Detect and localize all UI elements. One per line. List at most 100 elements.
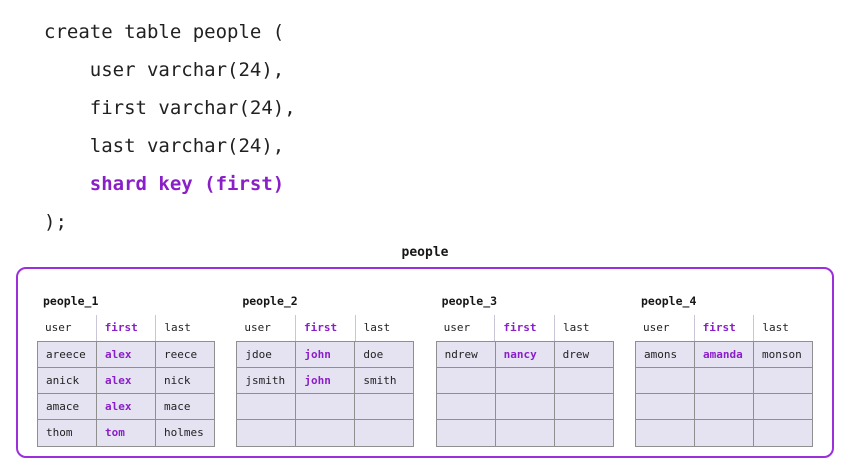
table-row bbox=[635, 420, 812, 446]
table-row bbox=[436, 420, 613, 446]
column-header-last: last bbox=[164, 321, 191, 334]
table-cell: tom bbox=[97, 420, 156, 446]
table-cell bbox=[355, 394, 414, 419]
column-header-last: last bbox=[762, 321, 789, 334]
table-cell bbox=[694, 420, 754, 446]
table-cell: thom bbox=[38, 420, 97, 446]
table-cell bbox=[554, 394, 613, 419]
code-line: last varchar(24), bbox=[44, 135, 285, 157]
shard-name-label: people_3 bbox=[441, 294, 498, 308]
table-cell bbox=[635, 394, 695, 419]
table-cell bbox=[694, 394, 754, 419]
shard-name-label: people_2 bbox=[242, 294, 298, 308]
table-cell bbox=[237, 394, 297, 419]
column-header-user: user bbox=[37, 315, 97, 341]
table-cell bbox=[495, 368, 555, 393]
column-header-user: user bbox=[436, 315, 496, 341]
code-line: create table people ( bbox=[44, 21, 285, 43]
code-line: ); bbox=[44, 211, 67, 233]
sql-code-block: create table people ( user varchar(24), … bbox=[44, 13, 296, 241]
table-cell bbox=[554, 368, 613, 393]
table-cell: smith bbox=[355, 368, 414, 393]
table-cell bbox=[436, 420, 496, 446]
table-cell: alex bbox=[97, 342, 156, 367]
shard-name-label: people_4 bbox=[640, 294, 697, 308]
column-header-last: last bbox=[563, 321, 590, 334]
table-cell bbox=[635, 368, 695, 393]
table-cell bbox=[436, 394, 496, 419]
column-header-user: user bbox=[236, 315, 296, 341]
table-cell bbox=[495, 394, 555, 419]
table-cell bbox=[753, 368, 812, 393]
table-cell: mace bbox=[156, 394, 214, 419]
table-cell: doe bbox=[355, 342, 414, 367]
table-cell: holmes bbox=[156, 420, 214, 446]
table-cell: nancy bbox=[495, 342, 555, 367]
table-cell bbox=[495, 420, 555, 446]
table-cell bbox=[296, 420, 356, 446]
table-row bbox=[436, 368, 613, 394]
table-cell: amons bbox=[635, 342, 695, 367]
table-cell bbox=[296, 394, 356, 419]
table-cell bbox=[753, 394, 812, 419]
table-cell bbox=[635, 420, 695, 446]
table-cell: areece bbox=[38, 342, 97, 367]
table-row bbox=[635, 368, 812, 394]
column-header-first: first bbox=[495, 315, 555, 341]
diagram-title: people bbox=[401, 245, 449, 260]
table-cell bbox=[753, 420, 812, 446]
table-cell: reece bbox=[156, 342, 214, 367]
code-line: first varchar(24), bbox=[44, 97, 296, 119]
table-cell bbox=[694, 368, 754, 393]
table-cell: drew bbox=[554, 342, 613, 367]
column-header-first: first bbox=[296, 315, 356, 341]
table-cell: anick bbox=[38, 368, 97, 393]
code-line-shard-key: shard key (first) bbox=[44, 173, 285, 195]
table-cell: alex bbox=[97, 394, 156, 419]
table-row bbox=[237, 394, 414, 420]
table-cell bbox=[355, 420, 414, 446]
table-cell bbox=[436, 368, 496, 393]
table-cell: john bbox=[296, 368, 356, 393]
column-header-first: first bbox=[97, 315, 157, 341]
column-header-first: first bbox=[695, 315, 755, 341]
table-cell bbox=[237, 420, 297, 446]
table-row bbox=[237, 420, 414, 446]
table-cell bbox=[554, 420, 613, 446]
table-cell: jdoe bbox=[237, 342, 297, 367]
table-row bbox=[635, 394, 812, 420]
table-cell: john bbox=[296, 342, 356, 367]
table-cell: nick bbox=[156, 368, 214, 393]
column-header-user: user bbox=[635, 315, 695, 341]
table-cell: amanda bbox=[694, 342, 754, 367]
table-cell: ndrew bbox=[436, 342, 496, 367]
code-line: user varchar(24), bbox=[44, 59, 285, 81]
shard-name-label: people_1 bbox=[43, 294, 99, 308]
table-cell: jsmith bbox=[237, 368, 297, 393]
column-header-last: last bbox=[363, 321, 391, 334]
table-cell: alex bbox=[97, 368, 156, 393]
table-row bbox=[436, 394, 613, 420]
